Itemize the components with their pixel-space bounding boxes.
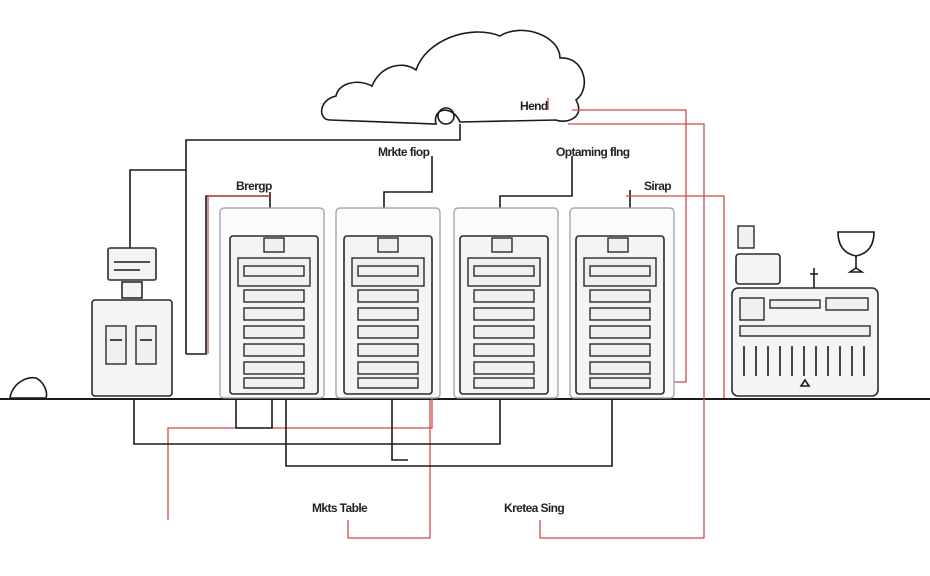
cloud-icon	[320, 29, 586, 125]
console-lamp-left	[737, 225, 755, 249]
wire-red-bottom-mid	[347, 400, 431, 539]
console-trophy-icon	[837, 231, 875, 273]
terminal-cabinet	[91, 299, 173, 397]
console-warning-icon	[799, 378, 811, 387]
label-bottom-left: Mkts Table	[312, 501, 368, 515]
wire-bottom-4	[391, 399, 408, 461]
wire-red-cloud-a	[572, 109, 687, 383]
cloud-connector	[437, 107, 455, 125]
wire-red-cloud-c	[539, 123, 705, 539]
rack-2	[335, 207, 441, 399]
label-right-top: Optaming flng	[556, 145, 630, 159]
control-console	[731, 225, 879, 397]
wire-red-right	[626, 195, 725, 398]
rack-4	[569, 207, 675, 399]
wire-left-tower	[129, 169, 186, 260]
wire-bottom-3	[285, 399, 613, 467]
label-rack-right: Sirap	[644, 179, 671, 193]
label-rack-left: Brergp	[236, 179, 272, 193]
wire-bottom-1	[133, 399, 501, 445]
wire-bottom-2	[235, 399, 273, 429]
label-bottom-right: Kretea Sing	[504, 501, 564, 515]
rack-3	[453, 207, 559, 399]
rock-shape	[9, 376, 48, 399]
console-monitor	[735, 253, 781, 285]
wire-main-top	[185, 124, 461, 354]
left-terminal	[91, 247, 173, 397]
wire-red-bottom-left	[167, 398, 433, 520]
terminal-monitor	[107, 247, 157, 281]
label-left-top: Mrkte fiop	[378, 145, 430, 159]
label-cloud: Hend	[520, 99, 548, 113]
console-antenna	[810, 268, 818, 288]
wire-red-left	[207, 195, 270, 354]
rack-1	[219, 207, 325, 399]
terminal-stand	[121, 281, 143, 299]
